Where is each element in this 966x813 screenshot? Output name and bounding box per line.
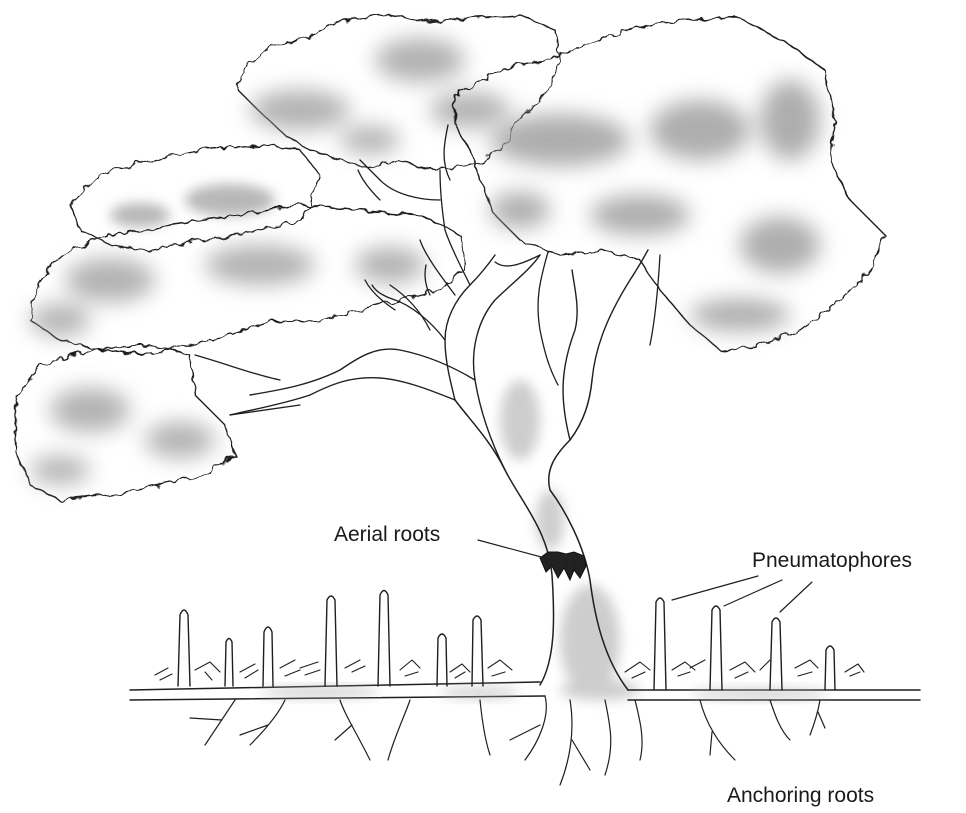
- pneumatophores-group: [178, 591, 835, 691]
- pneumatophores-label: Pneumatophores: [752, 549, 912, 572]
- pneumatophore: [378, 591, 390, 687]
- pneumatophore: [325, 596, 337, 686]
- anchoring-roots-label: Anchoring roots: [727, 784, 874, 807]
- canopy-cluster-left-lower: [15, 345, 235, 500]
- pneumatophore: [263, 627, 273, 686]
- pneumatophore: [710, 606, 722, 690]
- aerial-roots-label: Aerial roots: [334, 523, 440, 546]
- pneumatophore: [225, 639, 233, 687]
- aerial-roots-cluster: [540, 552, 586, 580]
- pneumatophore: [472, 616, 483, 686]
- canopy-cluster-left-upper: [70, 145, 320, 250]
- ground-line: [130, 682, 920, 700]
- tree-canopy: [15, 15, 885, 500]
- pneumatophore: [178, 610, 190, 686]
- pneumatophore: [825, 646, 835, 690]
- surface-rootlets: [155, 660, 864, 680]
- canopy-cluster-right: [455, 18, 885, 350]
- pneumatophores-leader-3: [780, 582, 812, 612]
- canopy-cluster-left-middle: [30, 205, 465, 355]
- aerial-roots-leader: [478, 540, 545, 558]
- pneumatophore: [654, 598, 666, 690]
- pneumatophore: [770, 618, 782, 690]
- anchoring-roots: [190, 696, 825, 785]
- pneumatophores-leader-2: [724, 580, 782, 606]
- pneumatophore: [437, 634, 447, 686]
